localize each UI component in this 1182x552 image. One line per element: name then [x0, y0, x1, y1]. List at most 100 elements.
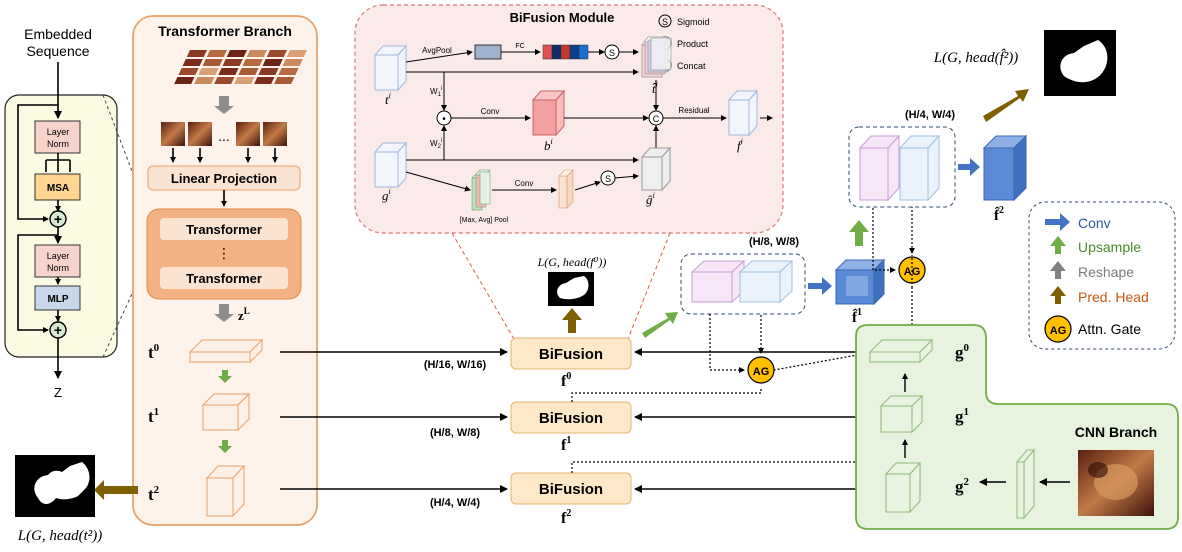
- svg-text:Concat: Concat: [677, 61, 706, 71]
- svg-text:MLP: MLP: [47, 294, 68, 305]
- svg-text:Transformer: Transformer: [186, 271, 262, 286]
- legend-pred-head-arrow: [1050, 286, 1066, 304]
- g0-feature: [868, 338, 934, 364]
- svg-text:MSA: MSA: [47, 183, 69, 194]
- bifusion-2: BiFusion f2: [510, 472, 632, 527]
- svg-text:Conv: Conv: [1078, 215, 1111, 231]
- svg-text:AvgPool: AvgPool: [422, 46, 452, 55]
- svg-text:S: S: [605, 174, 611, 184]
- t-hat-cube: [641, 36, 672, 78]
- svg-text:S: S: [662, 17, 668, 27]
- image-patch: [286, 50, 307, 57]
- svg-text:Pred. Head: Pred. Head: [1078, 289, 1149, 305]
- svg-text:Residual: Residual: [678, 106, 709, 115]
- svg-text:+: +: [54, 211, 62, 227]
- t0-label: t0: [148, 342, 160, 362]
- transformer-layer-2: [160, 267, 288, 289]
- svg-text:Transformer: Transformer: [186, 222, 262, 237]
- mask-fhat2: [1044, 30, 1116, 96]
- cnn-branch-title: CNN Branch: [1075, 424, 1157, 440]
- embedded-title-1: Embedded: [24, 26, 92, 42]
- svg-text:FC: FC: [515, 43, 524, 50]
- image-patch: [218, 68, 239, 75]
- reshape-arrow-1: [214, 96, 234, 114]
- svg-text:ti: ti: [385, 91, 391, 107]
- svg-text:(H/4, W/4): (H/4, W/4): [905, 109, 955, 121]
- svg-text:BiFusion: BiFusion: [539, 346, 603, 363]
- t1-feature: [201, 392, 251, 432]
- svg-text:C: C: [653, 114, 660, 124]
- input-image: [1078, 450, 1154, 516]
- svg-text:bi: bi: [544, 137, 553, 153]
- reshape-arrow-2: [214, 304, 234, 322]
- fhat2-cube: [982, 134, 1028, 202]
- upsample-t1-t2: [218, 440, 232, 453]
- fhat2-label: f̂2: [994, 205, 1004, 224]
- loss-fhat2: L(G, head(f̂²)): [933, 49, 1018, 66]
- pred-head-arrow-t2: [94, 480, 138, 500]
- svg-text:Attn. Gate: Attn. Gate: [1078, 321, 1141, 337]
- g1-label: g1: [955, 406, 969, 426]
- svg-text:W1i: W1i: [430, 86, 442, 98]
- upsample-f0: [642, 312, 678, 338]
- fc-vector: [542, 44, 589, 60]
- layer-norm-box-1: [34, 120, 81, 154]
- image-patch: [174, 77, 195, 84]
- g1-feature: [879, 394, 924, 434]
- svg-text:f1: f1: [561, 435, 571, 454]
- conv-arrow-1: [808, 277, 832, 295]
- bifusion-0: BiFusion f0: [510, 337, 632, 390]
- upsample-fhat1: [849, 220, 869, 246]
- legend-reshape-arrow: [1050, 261, 1066, 279]
- loss-f0: L(G, head(f⁰)): [537, 255, 607, 269]
- decoder-group-4: (H/4, W/4): [848, 109, 956, 208]
- svg-text:Upsample: Upsample: [1078, 239, 1141, 255]
- svg-text:BiFusion: BiFusion: [539, 410, 603, 427]
- legend-conv-arrow: [1045, 213, 1070, 231]
- svg-text:Layer: Layer: [47, 127, 70, 137]
- g2-feature: [884, 461, 922, 514]
- svg-text:f0: f0: [561, 371, 571, 390]
- res-16: (H/16, W/16): [424, 359, 487, 371]
- fhat1-label: f̂1: [852, 307, 862, 326]
- svg-text:Norm: Norm: [47, 139, 69, 149]
- svg-text:AG: AG: [753, 366, 770, 378]
- svg-text:S: S: [609, 48, 615, 58]
- conv-slice: [558, 169, 574, 209]
- image-patch: [226, 50, 248, 57]
- mlp-box: [34, 285, 81, 311]
- image-patch: [258, 68, 279, 75]
- loss-t2: L(G, head(t²)): [17, 528, 102, 544]
- image-patch: [186, 50, 207, 57]
- transformer-branch: Transformer Branch ... Linear Projection…: [132, 15, 318, 526]
- image-patch: [266, 50, 287, 57]
- image-patch: [234, 77, 255, 84]
- image-patch: [202, 59, 223, 66]
- svg-text:Linear Projection: Linear Projection: [171, 171, 277, 186]
- g-hat-cube: [640, 146, 672, 192]
- g2-label: g2: [955, 476, 970, 496]
- transformer-branch-title: Transformer Branch: [158, 23, 292, 39]
- image-patch: [182, 59, 203, 66]
- svg-text:f2: f2: [561, 508, 571, 527]
- maxavg-slices: [471, 169, 491, 211]
- svg-text:BiFusion: BiFusion: [539, 481, 603, 498]
- svg-text:gi: gi: [382, 187, 391, 203]
- svg-text:Product: Product: [677, 39, 709, 49]
- legend: Conv Upsample Reshape Pred. Head AG Attn…: [1028, 201, 1176, 350]
- t0-feature: [188, 338, 264, 364]
- image-patch: [194, 77, 215, 84]
- g-i-cube: [373, 141, 408, 189]
- legend-upsample-arrow: [1050, 236, 1066, 254]
- pred-head-arrow-f0: [562, 308, 582, 333]
- fhat1-cube: [834, 258, 886, 306]
- image-patch: [222, 59, 243, 66]
- res-4: (H/4, W/4): [430, 497, 480, 509]
- g0-label: g0: [955, 342, 970, 362]
- svg-text:Conv: Conv: [515, 179, 534, 188]
- ag-node-1: AG: [747, 356, 775, 384]
- t1-label: t1: [148, 406, 159, 426]
- image-patch: [246, 50, 267, 57]
- transformer-block-panel: Embedded Sequence Layer Norm MSA + Layer…: [4, 26, 118, 400]
